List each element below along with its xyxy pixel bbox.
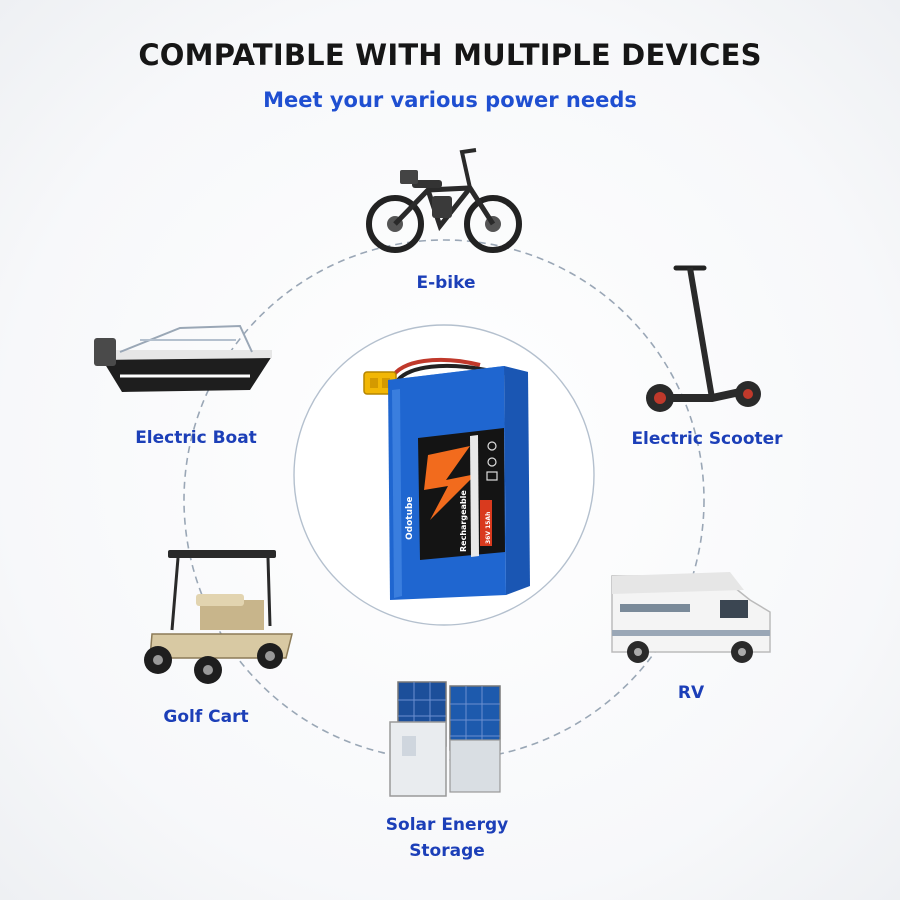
page-subtitle: Meet your various power needs [263, 88, 637, 112]
ebike-image [366, 148, 522, 253]
battery-badge-text: Rechargeable [459, 490, 468, 552]
device-label-solar-energy: Solar Energy [385, 815, 509, 835]
device-label-rv: RV [677, 683, 705, 703]
device-label-electric-boat: Electric Boat [135, 428, 257, 448]
rv-image [611, 572, 771, 663]
golf-cart-image [144, 550, 293, 684]
battery-pack-image [363, 357, 530, 600]
solar-storage-image [389, 681, 501, 797]
device-label-electric-scooter: Electric Scooter [631, 429, 783, 449]
device-label-solar-storage: Storage [409, 841, 485, 861]
page-title: COMPATIBLE WITH MULTIPLE DEVICES [138, 38, 762, 72]
device-label-golf-cart: Golf Cart [163, 707, 249, 727]
electric-boat-image [94, 324, 272, 392]
device-label-ebike: E-bike [416, 273, 476, 293]
battery-spec-text: 36V 15Ah [485, 512, 492, 544]
electric-scooter-image [646, 265, 761, 412]
battery-brand-text: Odotube [405, 496, 415, 540]
